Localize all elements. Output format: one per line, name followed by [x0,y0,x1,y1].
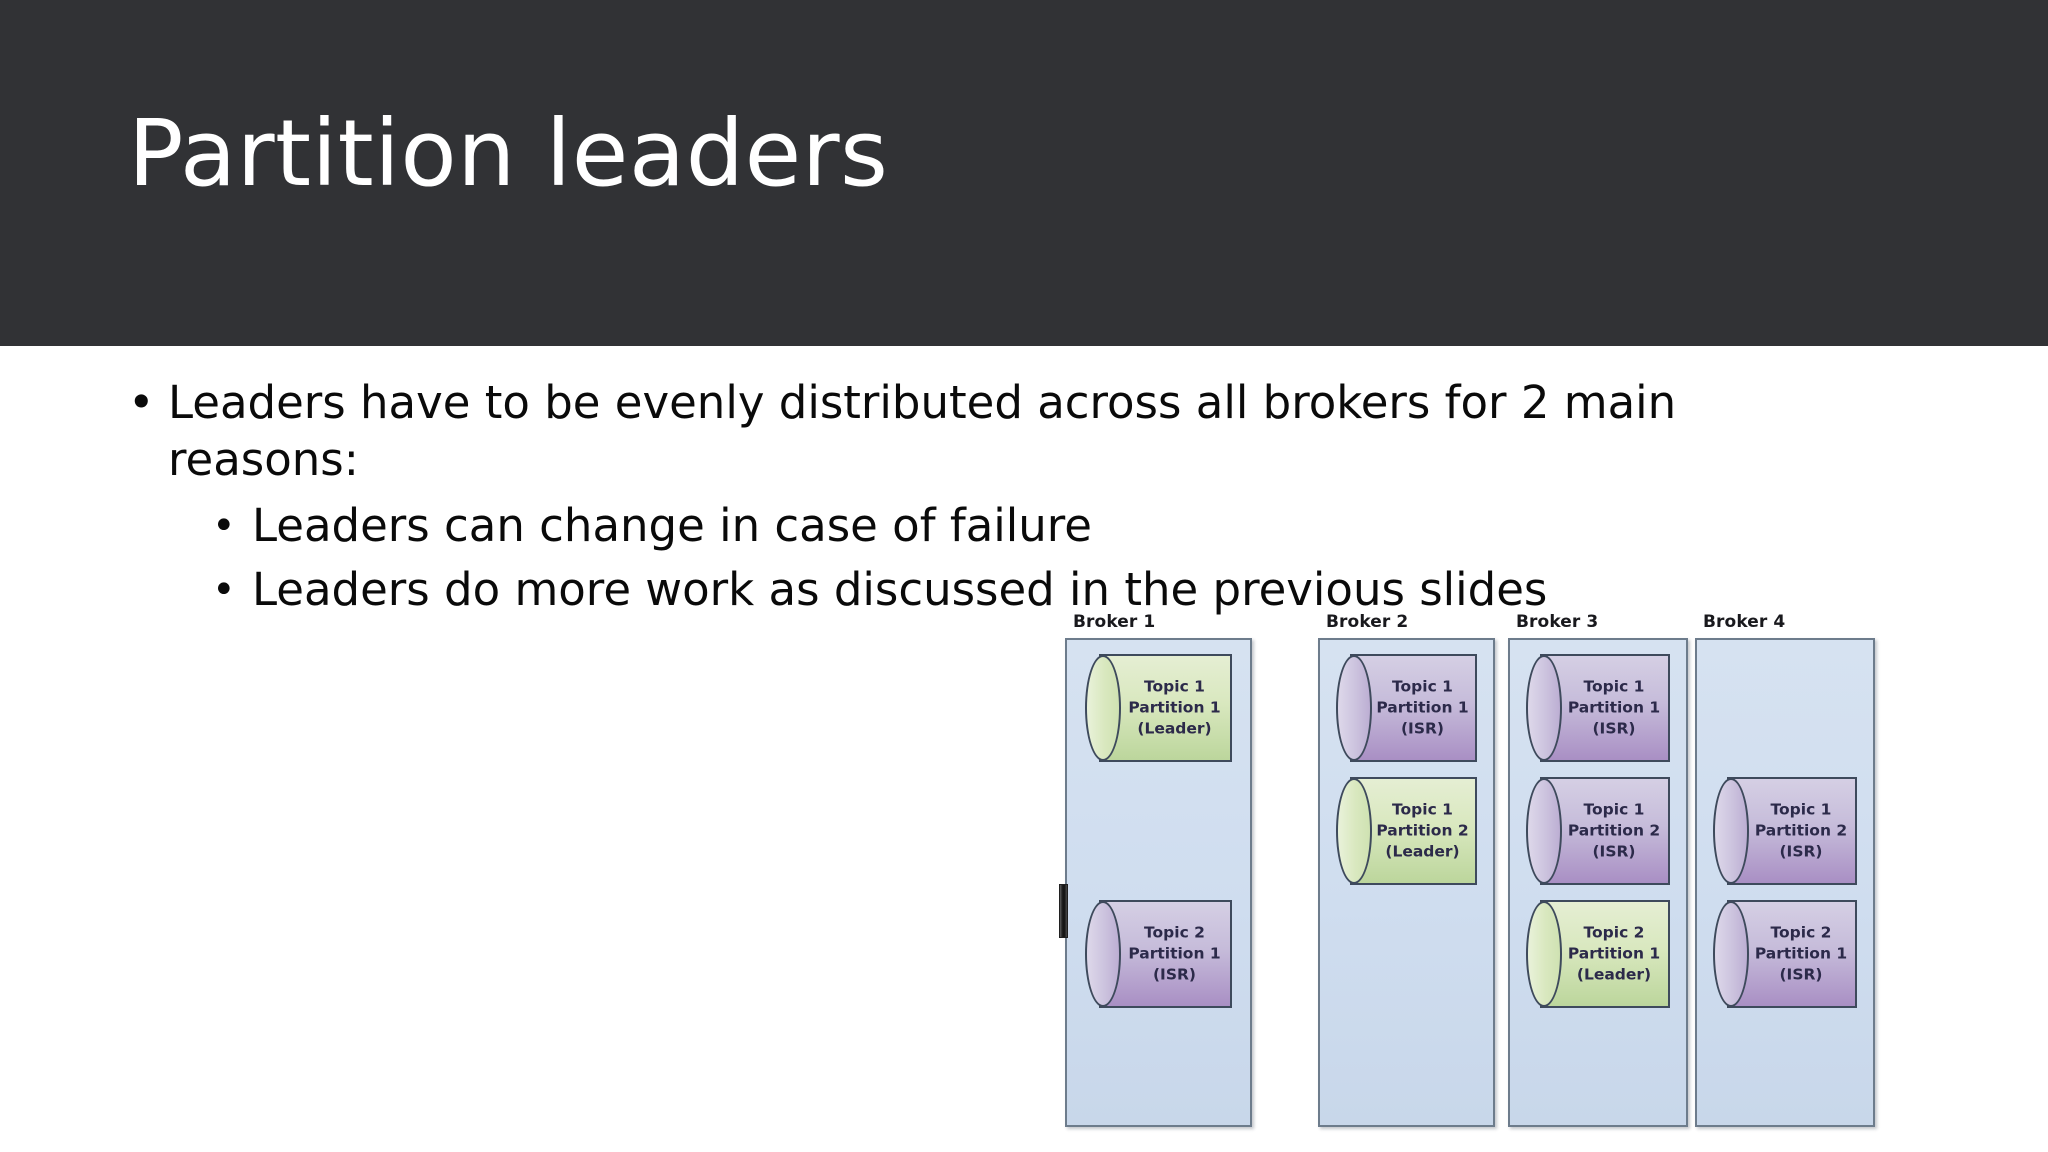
bullet-text: Leaders do more work as discussed in the… [252,563,1548,616]
cylinder-cap-icon [1526,655,1562,761]
cylinder-body [1099,654,1232,762]
partition-cylinder[interactable]: Topic 1 Partition 1 (ISR) [1336,654,1477,762]
bullet-dot-icon: • [128,376,155,429]
bullet-sublist: • Leaders can change in case of failure … [120,494,1820,622]
cylinder-cap-icon [1526,778,1562,884]
bullet-dot-icon: • [212,503,236,549]
broker-column-1: Broker 1 Topic 1 Partition 1 (Leader) To… [1059,612,1252,1132]
bullet-text: Leaders have to be evenly distributed ac… [168,376,1677,486]
partition-cylinder[interactable]: Topic 1 Partition 1 (ISR) [1526,654,1670,762]
cylinder-cap-icon [1713,778,1749,884]
broker-label: Broker 3 [1516,612,1599,632]
broker-label: Broker 1 [1073,612,1156,632]
partition-cylinder[interactable]: Topic 1 Partition 2 (Leader) [1336,777,1477,885]
bullet-text: Leaders can change in case of failure [252,499,1092,552]
partition-cylinder[interactable]: Topic 1 Partition 2 (ISR) [1713,777,1857,885]
broker-panel: Topic 1 Partition 1 (ISR) Topic 1 Partit… [1318,638,1495,1127]
kafka-broker-diagram: Broker 1 Topic 1 Partition 1 (Leader) To… [1059,612,2048,1132]
bullet-list: • Leaders have to be evenly distributed … [120,374,1820,622]
cylinder-cap-icon [1085,901,1121,1007]
broker-column-4: Broker 4 Topic 1 Partition 2 (ISR) Topic… [1695,612,1875,1132]
bullet-item-primary: • Leaders have to be evenly distributed … [120,374,1788,488]
broker-panel: Topic 1 Partition 1 (Leader) Topic 2 Par… [1059,638,1252,1127]
partition-cylinder[interactable]: Topic 2 Partition 1 (ISR) [1713,900,1857,1008]
cylinder-cap-icon [1713,901,1749,1007]
bullet-item-sub-2: • Leaders do more work as discussed in t… [120,558,1820,622]
partition-cylinder[interactable]: Topic 2 Partition 1 (Leader) [1526,900,1670,1008]
broker-column-2: Broker 2 Topic 1 Partition 1 (ISR) Topic… [1318,612,1495,1132]
cylinder-cap-icon [1085,655,1121,761]
partition-cylinder[interactable]: Topic 1 Partition 1 (Leader) [1085,654,1232,762]
cylinder-cap-icon [1526,901,1562,1007]
bullet-dot-icon: • [212,567,236,613]
cylinder-cap-icon [1336,778,1372,884]
broker-label: Broker 2 [1326,612,1409,632]
bullet-item-sub-1: • Leaders can change in case of failure [120,494,1820,558]
broker-panel: Topic 1 Partition 2 (ISR) Topic 2 Partit… [1695,638,1875,1127]
partition-cylinder[interactable]: Topic 2 Partition 1 (ISR) [1085,900,1232,1008]
drag-handle-bar[interactable] [1059,884,1068,938]
broker-column-3: Broker 3 Topic 1 Partition 1 (ISR) Topic… [1508,612,1688,1132]
partition-cylinder[interactable]: Topic 1 Partition 2 (ISR) [1526,777,1670,885]
slide-header-band: Partition leaders [0,0,2048,346]
broker-panel: Topic 1 Partition 1 (ISR) Topic 1 Partit… [1508,638,1688,1127]
page-title: Partition leaders [128,100,889,207]
broker-label: Broker 4 [1703,612,1786,632]
cylinder-cap-icon [1336,655,1372,761]
